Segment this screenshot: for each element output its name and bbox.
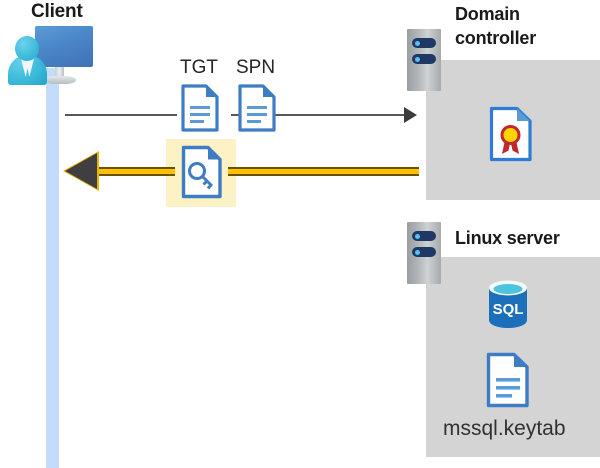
reply-arrow-segment-right	[228, 167, 419, 176]
linux-server-title: Linux server	[455, 228, 560, 248]
domain-controller-title-line-2: controller	[455, 28, 537, 48]
spn-label: SPN	[236, 57, 276, 78]
rack-indicator-dot	[415, 40, 420, 46]
tgt-document-icon	[181, 84, 219, 132]
domain-controller-server-rack-icon	[407, 29, 441, 91]
client-workstation-icon	[8, 26, 94, 88]
reply-arrowhead-icon	[65, 153, 97, 189]
monitor-stand-icon	[55, 67, 64, 77]
reply-arrow-segment-left	[95, 167, 175, 176]
rack-pill-bottom	[412, 54, 436, 64]
monitor-base-icon	[44, 76, 76, 84]
request-arrowhead-icon	[404, 107, 417, 123]
keytab-filename-label: mssql.keytab	[443, 417, 566, 440]
linux-server-rack-icon	[407, 222, 441, 284]
keytab-document-icon	[486, 352, 530, 408]
rack-indicator-dot	[415, 249, 420, 255]
sql-database-label: SQL	[493, 301, 524, 318]
spn-document-icon	[238, 84, 276, 132]
request-arrow-segment-left	[65, 114, 177, 116]
rack-pill-top	[412, 231, 436, 241]
client-title: Client	[31, 1, 83, 22]
client-lifeline	[46, 68, 59, 468]
rack-indicator-dot	[415, 56, 420, 62]
request-arrow-segment-right	[231, 114, 413, 116]
rack-indicator-dot	[415, 233, 420, 239]
domain-controller-title: Domain controller	[455, 2, 585, 50]
service-ticket-key-document-icon	[181, 145, 223, 199]
rack-pill-top	[412, 38, 436, 48]
domain-controller-title-line-1: Domain	[455, 4, 520, 24]
monitor-screen-icon	[35, 26, 93, 67]
tgt-label: TGT	[180, 57, 218, 78]
person-head-icon	[15, 36, 39, 61]
rack-pill-bottom	[412, 247, 436, 257]
sql-database-icon: SQL	[484, 278, 532, 330]
certificate-icon	[489, 106, 533, 162]
